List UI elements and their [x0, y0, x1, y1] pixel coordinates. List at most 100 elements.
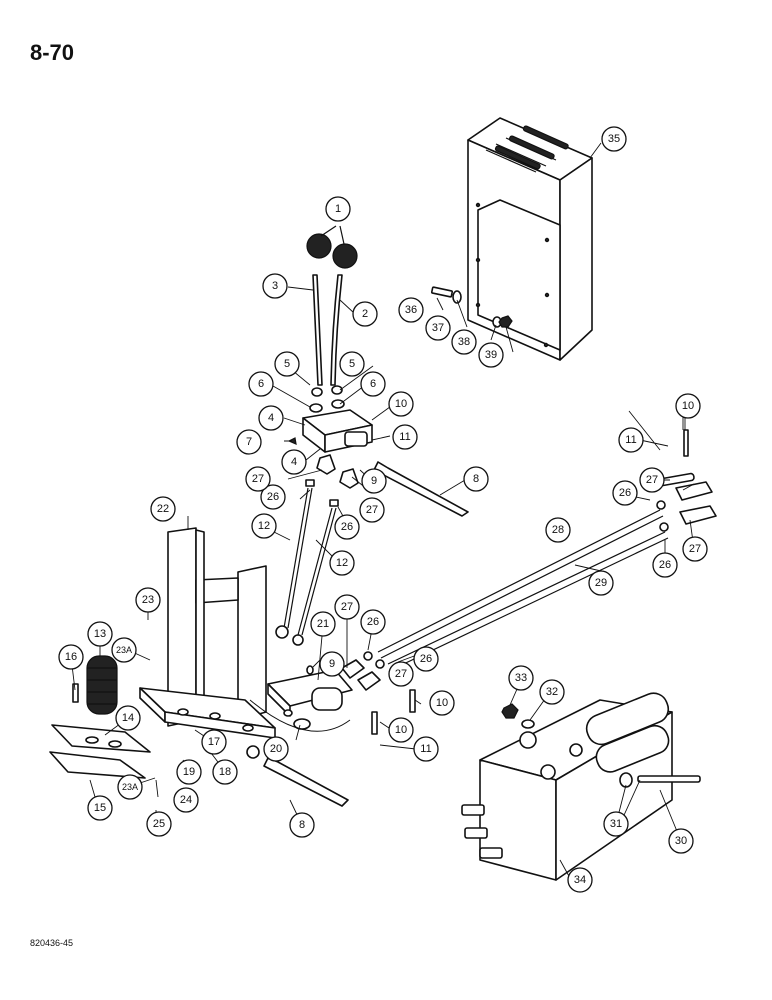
- callout-label: 26: [367, 616, 379, 628]
- callout-27: 27: [682, 536, 708, 562]
- callout-label: 1: [335, 203, 341, 215]
- figure-code: 820436-45: [30, 938, 74, 948]
- callout-5: 5: [339, 351, 365, 377]
- callout-label: 27: [341, 601, 353, 613]
- callout-25: 25: [146, 811, 172, 837]
- callout-1: 1: [325, 196, 351, 222]
- callout-35: 35: [601, 126, 627, 152]
- callout-label: 8: [299, 819, 305, 831]
- callout-label: 14: [122, 712, 134, 724]
- callout-label: 11: [420, 743, 431, 755]
- callout-label: 28: [552, 524, 564, 536]
- control-levers: [312, 274, 343, 386]
- callout-28: 28: [545, 517, 571, 543]
- callout-label: 27: [395, 668, 407, 680]
- callout-9: 9: [361, 468, 387, 494]
- callout-12: 12: [329, 550, 355, 576]
- callout-label: 22: [157, 503, 169, 515]
- callout-label: 29: [595, 577, 607, 589]
- callout-label: 31: [610, 818, 622, 830]
- callout-label: 10: [395, 398, 407, 410]
- cover-hardware: [430, 286, 513, 328]
- callout-33: 33: [508, 665, 534, 691]
- callout-label: 34: [574, 874, 586, 886]
- callout-label: 4: [268, 412, 274, 424]
- callout-8: 8: [289, 812, 315, 838]
- callout-26: 26: [360, 609, 386, 635]
- callout-4: 4: [281, 449, 307, 475]
- callout-11: 11: [392, 424, 418, 450]
- callout-5: 5: [274, 351, 300, 377]
- callout-12: 12: [251, 513, 277, 539]
- callout-10: 10: [388, 391, 414, 417]
- callout-22: 22: [150, 496, 176, 522]
- callout-label: 5: [349, 358, 355, 370]
- callout-label: 26: [619, 487, 631, 499]
- callout-27: 27: [359, 497, 385, 523]
- callout-label: 24: [180, 794, 192, 806]
- callout-label: 21: [317, 618, 329, 630]
- callout-10: 10: [675, 393, 701, 419]
- callout-38: 38: [451, 329, 477, 355]
- callout-label: 15: [94, 802, 106, 814]
- valve-link-rods: [341, 509, 669, 735]
- callout-24: 24: [173, 787, 199, 813]
- callout-label: 3: [272, 280, 278, 292]
- callout-13: 13: [87, 621, 113, 647]
- callout-6: 6: [360, 371, 386, 397]
- callout-label: 26: [659, 559, 671, 571]
- callout-32: 32: [539, 679, 565, 705]
- callout-label: 23: [142, 594, 154, 606]
- callout-15: 15: [87, 795, 113, 821]
- cover-shield: [467, 117, 593, 361]
- callout-23: 23: [135, 587, 161, 613]
- callout-label: 6: [258, 378, 264, 390]
- callout-20: 20: [263, 736, 289, 762]
- callout-39: 39: [478, 342, 504, 368]
- pivot-shaft-upper: [373, 461, 469, 517]
- callout-label: 19: [183, 766, 195, 778]
- callout-label: 18: [219, 766, 231, 778]
- lower-pivot-assembly: [249, 665, 353, 732]
- callout-label: 23A: [116, 645, 132, 655]
- callout-label: 12: [258, 520, 270, 532]
- callout-label: 33: [515, 672, 527, 684]
- lever-link-rods: [275, 454, 359, 646]
- callout-10: 10: [429, 690, 455, 716]
- callout-26: 26: [652, 552, 678, 578]
- callout-16: 16: [58, 644, 84, 670]
- callout-34: 34: [567, 867, 593, 893]
- callout-11: 11: [413, 736, 439, 762]
- callout-27: 27: [245, 466, 271, 492]
- page-number: 8-70: [30, 40, 75, 65]
- callout-10: 10: [388, 717, 414, 743]
- callout-label: 2: [362, 308, 368, 320]
- callout-label: 25: [153, 818, 165, 830]
- callout-27: 27: [334, 594, 360, 620]
- callout-label: 10: [436, 697, 448, 709]
- callout-11: 11: [618, 427, 644, 453]
- callout-26: 26: [413, 646, 439, 672]
- lever-knobs: [306, 225, 358, 269]
- callout-label: 27: [252, 473, 264, 485]
- callout-label: 36: [405, 304, 417, 316]
- callout-21: 21: [310, 611, 336, 637]
- lever-pivot-block: [287, 385, 373, 453]
- callout-36: 36: [398, 297, 424, 323]
- callout-label: 12: [336, 557, 348, 569]
- callout-label: 27: [366, 504, 378, 516]
- callout-6: 6: [248, 371, 274, 397]
- callout-26: 26: [334, 514, 360, 540]
- callout-label: 26: [267, 491, 279, 503]
- callout-label: 10: [682, 400, 694, 412]
- callout-label: 27: [689, 543, 701, 555]
- callout-label: 9: [371, 475, 377, 487]
- callout-label: 16: [65, 651, 77, 663]
- callout-30: 30: [668, 828, 694, 854]
- callout-label: 13: [94, 628, 106, 640]
- callout-4: 4: [258, 405, 284, 431]
- callout-23a: 23A: [111, 637, 137, 663]
- callout-label: 20: [270, 743, 282, 755]
- boot-and-plates: [49, 655, 151, 779]
